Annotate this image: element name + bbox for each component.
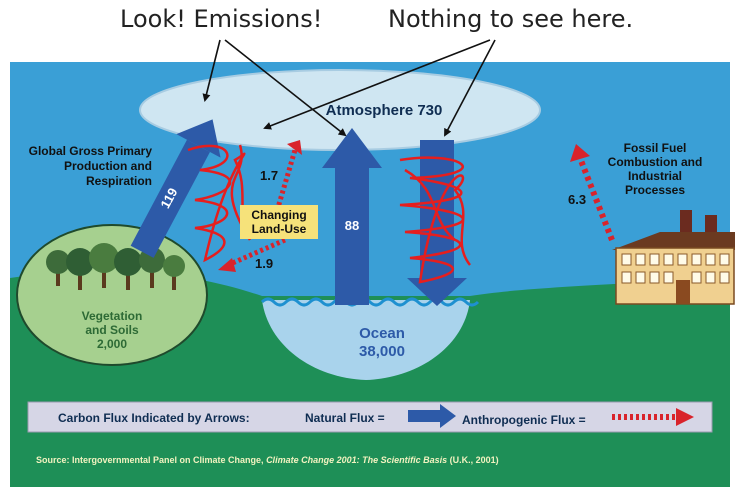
scribble-right <box>399 156 471 284</box>
land-use-down-arrow <box>226 237 287 268</box>
ocean-down-arrowhead <box>407 278 467 306</box>
legend-prefix: Carbon Flux Indicated by Arrows: <box>58 411 250 425</box>
ggp-label-line1: Global Gross Primary <box>29 144 153 158</box>
ggp-label-line3: Respiration <box>86 174 152 188</box>
source-part1: Source: Intergovernmental Panel on Clima… <box>36 455 266 465</box>
land-use-up-arrowhead <box>287 140 302 155</box>
ocean-label: Ocean <box>359 325 405 342</box>
factory-icon <box>612 210 735 305</box>
fossil-label-line4: Processes <box>625 183 685 197</box>
fossil-label-line1: Fossil Fuel <box>624 141 687 155</box>
fossil-label-line2: Combustion and <box>608 155 703 169</box>
ocean-shape <box>262 300 470 380</box>
land-use-label-line2: Land-Use <box>252 222 307 236</box>
vegetation-label-line2: and Soils <box>85 323 139 337</box>
legend-anthropogenic-label: Anthropogenic Flux = <box>462 413 586 427</box>
fossil-fuel-value: 6.3 <box>568 192 586 207</box>
ocean-up-arrow <box>335 165 369 305</box>
fossil-fuel-arrow <box>577 156 615 242</box>
vegetation-label-line1: Vegetation <box>82 309 143 323</box>
ggp-arrow: 119 <box>130 119 221 258</box>
ggp-label-line2: Production and <box>64 159 152 173</box>
land-use-box <box>240 205 318 239</box>
source-part3: (U.K., 2001) <box>447 455 499 465</box>
legend-bar <box>27 401 713 433</box>
land-use-down-value: 1.9 <box>255 256 273 271</box>
land-use-up-value: 1.7 <box>260 168 278 183</box>
ocean-value: 38,000 <box>359 343 405 360</box>
annotation-look-emissions: Look! Emissions! <box>120 5 323 33</box>
legend-anthropogenic-arrowhead <box>676 408 694 426</box>
atmosphere-label: Atmosphere 730 <box>326 102 443 119</box>
tree-icons <box>46 243 185 290</box>
fossil-fuel-arrowhead <box>570 144 590 162</box>
annotation-nothing-to-see: Nothing to see here. <box>388 5 634 33</box>
fossil-label-line3: Industrial <box>628 169 682 183</box>
ocean-up-value: 88 <box>345 218 359 233</box>
ocean-up-arrowhead <box>322 128 382 168</box>
source-part2: Climate Change 2001: The Scientific Basi… <box>266 455 447 465</box>
legend-natural-arrow <box>408 404 456 428</box>
ocean-waves <box>260 297 480 307</box>
land-use-label-line1: Changing <box>251 208 306 222</box>
legend-natural-label: Natural Flux = <box>305 411 385 425</box>
scribble-left <box>187 144 252 263</box>
source-citation: Source: Intergovernmental Panel on Clima… <box>36 455 499 465</box>
annotation-pointers <box>202 39 496 137</box>
vegetation-value: 2,000 <box>97 337 127 351</box>
land-use-down-arrowhead <box>218 258 236 272</box>
